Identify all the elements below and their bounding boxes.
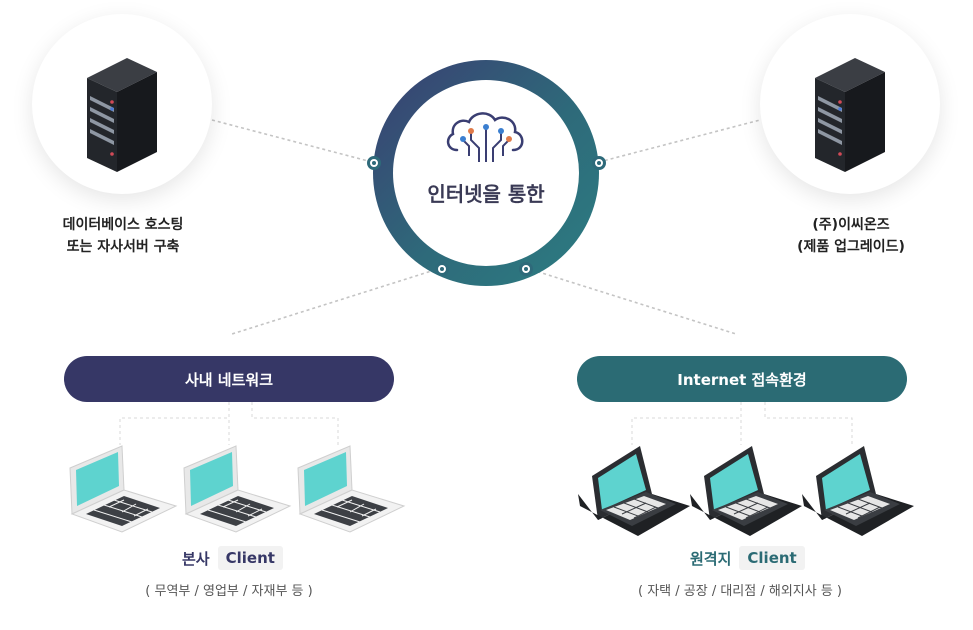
hub-title: 인터넷을 통한 xyxy=(427,182,545,206)
internet-client-tag: Client xyxy=(739,546,805,570)
laptop-icon xyxy=(690,446,802,536)
internal-sub-caption: ( 무역부 / 영업부 / 자재부 등 ) xyxy=(145,584,313,599)
internet-env-pill: Internet 접속환경 xyxy=(577,356,907,402)
internet-caption: 원격지 Client xyxy=(690,546,805,570)
server-icon xyxy=(815,58,885,172)
laptop-branches xyxy=(119,402,853,445)
line-left-server xyxy=(211,119,373,163)
left-server-label-line2: 또는 자사서버 구축 xyxy=(66,239,180,255)
laptop-icon xyxy=(183,445,292,533)
right-server-circle xyxy=(760,14,940,194)
server-icon xyxy=(87,58,157,172)
hub-dot-bottom-right xyxy=(519,262,533,276)
laptop-icon xyxy=(578,446,690,536)
internal-network-pill-label: 사내 네트워크 xyxy=(184,370,274,389)
hub-dot-bottom-left xyxy=(435,262,449,276)
line-right-server xyxy=(598,119,761,163)
line-internal-network xyxy=(231,267,442,335)
hub-dot-right xyxy=(592,156,606,170)
right-server-label-line1: (주)이씨온즈 xyxy=(812,217,890,233)
internet-sub-caption: ( 자택 / 공장 / 대리점 / 해외지사 등 ) xyxy=(638,584,842,599)
left-server-circle xyxy=(32,14,212,194)
internet-env-pill-label: Internet 접속환경 xyxy=(677,370,807,389)
laptop-icon xyxy=(69,445,178,533)
left-server-label-line1: 데이터베이스 호스팅 xyxy=(62,217,184,233)
internal-caption-title: 본사 xyxy=(182,549,210,568)
hub-dot-left xyxy=(367,156,381,170)
right-server-label: (주)이씨온즈 (제품 업그레이드) xyxy=(758,214,944,258)
laptop-icon xyxy=(297,445,406,533)
line-internet-env xyxy=(525,267,737,335)
internal-network-pill: 사내 네트워크 xyxy=(64,356,394,402)
internet-hub: 인터넷을 통한 xyxy=(373,60,599,286)
left-server-label: 데이터베이스 호스팅 또는 자사서버 구축 xyxy=(30,214,216,258)
cloud-network-icon xyxy=(446,112,524,162)
laptop-icon xyxy=(802,446,914,536)
internal-caption: 본사 Client xyxy=(182,546,283,570)
hub-inner-circle xyxy=(393,80,579,266)
internet-caption-title: 원격지 xyxy=(690,549,732,568)
right-server-label-line2: (제품 업그레이드) xyxy=(797,239,905,255)
internal-client-tag: Client xyxy=(217,546,283,570)
